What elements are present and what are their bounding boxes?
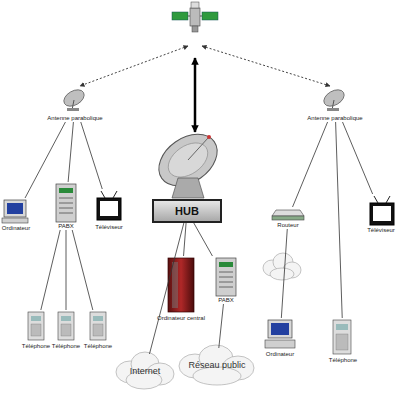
tv-icon — [370, 196, 394, 225]
network-link — [343, 122, 373, 194]
node-label: Téléviseur — [95, 224, 123, 231]
node-label: Antenne parabolique — [47, 115, 102, 122]
network-link — [25, 122, 65, 198]
network-link — [293, 122, 328, 207]
network-link — [219, 304, 224, 348]
router-icon — [272, 210, 304, 220]
cloud-node: Internet — [118, 354, 172, 388]
node-label: Routeur — [277, 222, 298, 229]
telephone-node: Téléphone — [326, 318, 360, 364]
hub-uplink — [194, 58, 197, 132]
network-link — [149, 223, 183, 354]
node-label: Ordinateur central — [157, 315, 205, 322]
pabx-cabinet — [56, 184, 76, 222]
satellite-link — [202, 46, 330, 86]
tv-node: Téléviseur — [92, 189, 126, 231]
tv-icon — [97, 191, 121, 220]
node-label: Téléphone — [22, 343, 50, 350]
node-label: Ordinateur — [266, 351, 294, 358]
telephone-icon — [28, 312, 44, 340]
network-link — [66, 230, 67, 310]
cloud-shape — [116, 352, 174, 389]
telephone-node: Téléphone — [52, 310, 80, 350]
tv-node: Téléviseur — [362, 194, 400, 234]
node-label: Téléphone — [329, 357, 357, 364]
network-link — [336, 122, 343, 318]
network-link — [184, 223, 187, 256]
telephone-icon — [90, 312, 106, 340]
computer-node: Ordinateur — [0, 198, 32, 232]
node-label: Téléphone — [52, 343, 80, 350]
network-link — [68, 122, 73, 182]
node-label: Réseau public — [188, 360, 245, 370]
network-link — [81, 122, 102, 189]
pabx-cabinet — [216, 258, 236, 296]
telephone-node: Téléphone — [22, 310, 50, 350]
node-label: Téléphone — [84, 343, 112, 350]
cloud-shape — [179, 345, 254, 385]
node-label: PABX — [218, 297, 234, 304]
network-link — [194, 223, 213, 256]
mainframe-icon — [168, 258, 194, 312]
network-link — [281, 229, 287, 318]
node-label: Antenne parabolique — [307, 115, 362, 122]
telephone-icon — [333, 320, 351, 354]
antenna-dish — [61, 86, 87, 111]
node-label: Internet — [130, 366, 161, 376]
computer-icon — [265, 320, 295, 348]
telephone-icon — [58, 312, 74, 340]
antenna-node: Antenne parabolique — [306, 86, 364, 122]
hub-dish — [149, 124, 227, 198]
computer-node: Ordinateur — [262, 318, 298, 358]
pabx-node: PABX — [210, 256, 242, 304]
node-label: HUB — [175, 205, 199, 217]
telephone-node: Téléphone — [84, 310, 112, 350]
network-link — [41, 230, 60, 310]
node-label: PABX — [58, 223, 74, 230]
mainframe-node: Ordinateur central — [156, 256, 206, 322]
hub-box: HUB — [152, 199, 222, 223]
pabx-node: PABX — [52, 182, 80, 230]
satellite — [172, 2, 218, 32]
cloud-node: Réseau public — [180, 348, 254, 382]
computer-icon — [2, 200, 28, 223]
router-node: Routeur — [268, 207, 308, 229]
network-link — [72, 230, 93, 310]
antenna-dish — [321, 86, 347, 111]
node-label: Ordinateur — [2, 225, 30, 232]
satellite-link — [80, 46, 188, 86]
cloud-shape — [263, 253, 301, 280]
antenna-node: Antenne parabolique — [48, 86, 102, 122]
node-label: Téléviseur — [367, 227, 395, 234]
